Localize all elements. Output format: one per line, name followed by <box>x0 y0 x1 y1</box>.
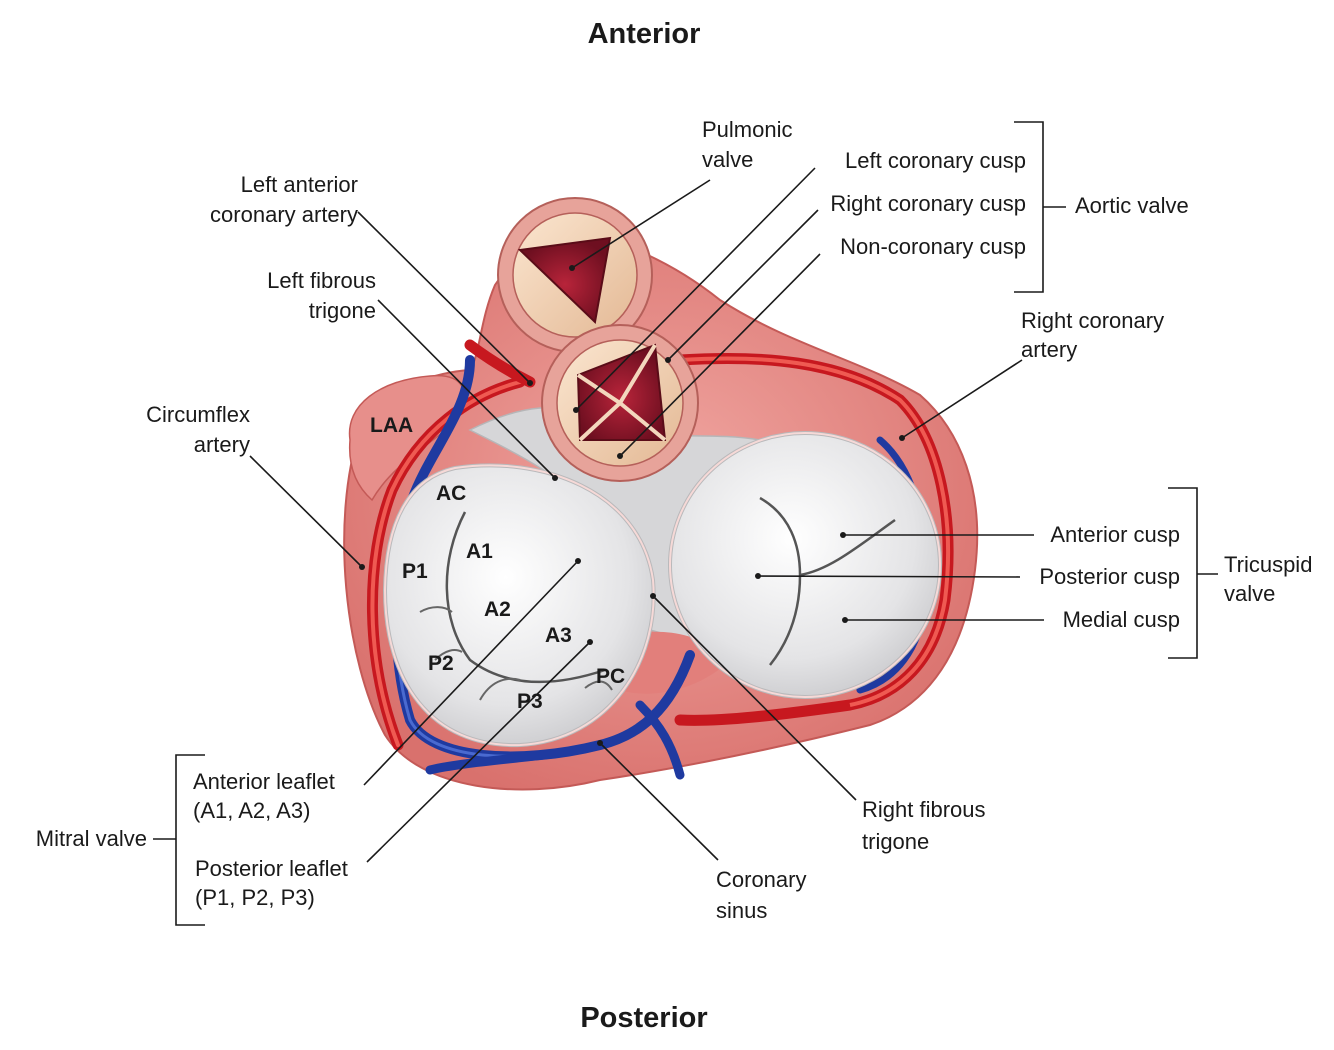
segment-a2: A2 <box>484 598 511 621</box>
segment-ac: AC <box>436 482 466 505</box>
label-pulmonic-valve-2: valve <box>702 147 753 172</box>
label-medial-cusp: Medial cusp <box>1063 607 1180 632</box>
label-tricuspid-valve-1: Tricuspid <box>1224 552 1312 577</box>
orientation-anterior: Anterior <box>588 18 701 50</box>
coronary-sinus-vessel <box>425 700 685 780</box>
circumflex-artery-highlight <box>370 380 522 747</box>
segment-p2: P2 <box>428 652 454 675</box>
label-coronary-sinus-2: sinus <box>716 898 767 923</box>
label-circumflex-artery-2: artery <box>194 432 250 457</box>
label-mitral-valve: Mitral valve <box>36 826 147 851</box>
mitral-valve-bracket <box>153 754 205 926</box>
label-posterior-leaflet-1: Posterior leaflet <box>195 856 348 881</box>
label-left-coronary-cusp: Left coronary cusp <box>845 148 1026 173</box>
segment-laa: LAA <box>370 414 413 437</box>
segment-a1: A1 <box>466 540 493 563</box>
label-left-anterior-coronary-2: coronary artery <box>210 202 358 227</box>
mitral-valve-graphic <box>382 463 656 748</box>
label-pulmonic-valve-1: Pulmonic <box>702 117 792 142</box>
label-right-fibrous-trigone-2: trigone <box>862 829 929 854</box>
leader-endpoints <box>359 265 905 746</box>
label-right-coronary-artery-1: Right coronary <box>1021 308 1164 333</box>
mitral-coaptation-line <box>445 511 606 684</box>
label-posterior-leaflet-2: (P1, P2, P3) <box>195 885 315 910</box>
segment-a3: A3 <box>545 624 572 647</box>
label-coronary-sinus-1: Coronary <box>716 867 806 892</box>
segment-pc: PC <box>596 665 625 688</box>
label-right-fibrous-trigone-1: Right fibrous <box>862 797 986 822</box>
left-anterior-coronary-vessel <box>464 339 536 388</box>
aortic-valve-graphic <box>541 324 699 482</box>
tricuspid-valve-bracket <box>1168 487 1218 659</box>
label-anterior-cusp: Anterior cusp <box>1050 522 1180 547</box>
rca-highlight <box>679 356 950 707</box>
orientation-posterior: Posterior <box>580 1002 707 1034</box>
pulmonic-valve-graphic <box>497 197 653 353</box>
label-anterior-leaflet-1: Anterior leaflet <box>193 769 335 794</box>
label-circumflex-artery-1: Circumflex <box>146 402 250 427</box>
label-left-anterior-coronary-1: Left anterior <box>241 172 358 197</box>
tricuspid-valve-graphic <box>668 431 942 699</box>
label-anterior-leaflet-2: (A1, A2, A3) <box>193 798 310 823</box>
label-right-coronary-cusp: Right coronary cusp <box>830 191 1026 216</box>
label-left-fibrous-trigone-1: Left fibrous <box>267 268 376 293</box>
label-tricuspid-valve-2: valve <box>1224 581 1275 606</box>
label-left-fibrous-trigone-2: trigone <box>309 298 376 323</box>
label-aortic-valve: Aortic valve <box>1075 193 1189 218</box>
aortic-valve-bracket <box>1014 121 1066 293</box>
segment-p1: P1 <box>402 560 428 583</box>
label-right-coronary-artery-2: artery <box>1021 337 1077 362</box>
leader-lines <box>249 167 1044 863</box>
label-posterior-cusp: Posterior cusp <box>1039 564 1180 589</box>
label-non-coronary-cusp: Non-coronary cusp <box>840 234 1026 259</box>
